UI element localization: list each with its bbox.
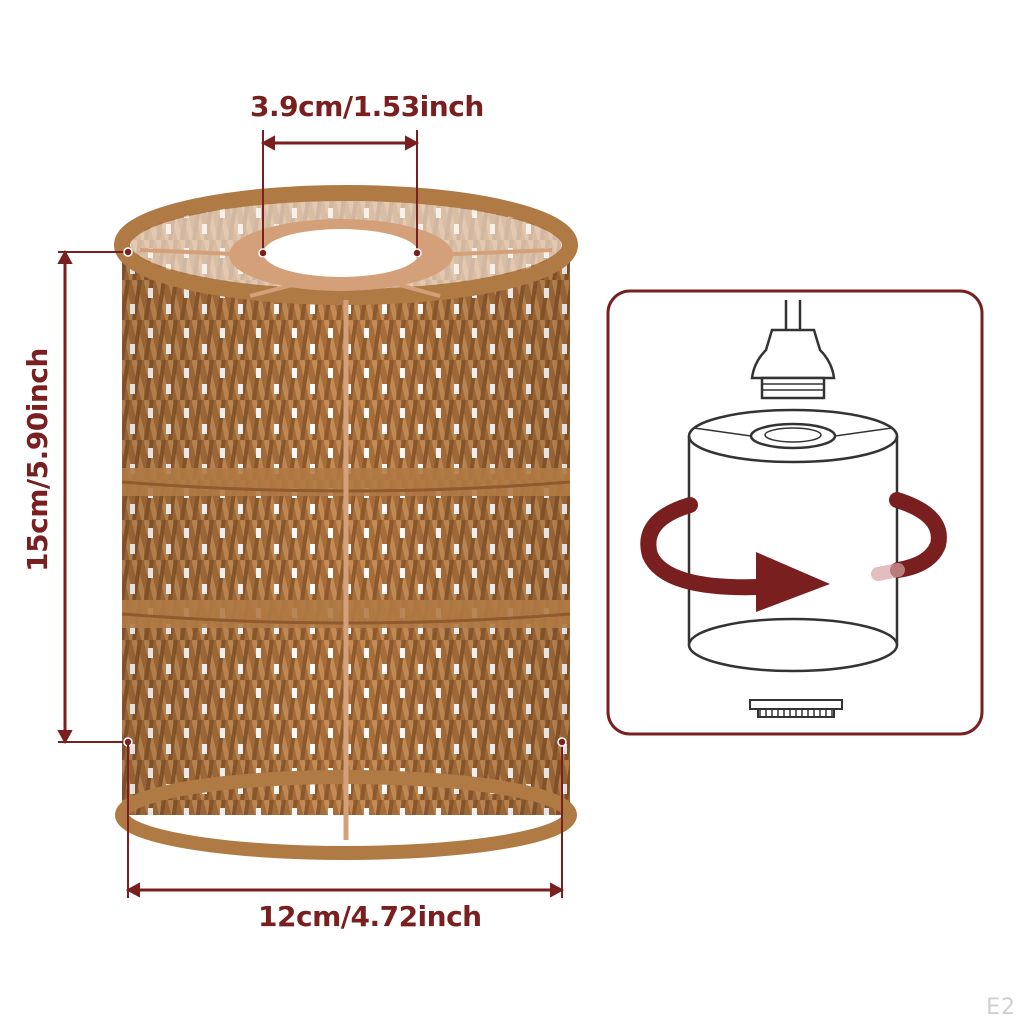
rotate-arrow-icon <box>640 492 947 612</box>
height-label: 15cm/5.90inch <box>21 348 54 572</box>
dimension-lines <box>57 130 567 898</box>
bulb-socket-icon <box>750 300 836 400</box>
width-label: 12cm/4.72inch <box>258 900 482 933</box>
threaded-ring-icon <box>749 699 843 718</box>
opening-diameter-label: 3.9cm/1.53inch <box>250 90 484 123</box>
diagram-panel <box>606 289 984 736</box>
install-diagram <box>606 289 984 736</box>
lampshade-image <box>114 185 578 860</box>
watermark: E2 <box>986 995 1016 1020</box>
cylinder-shade-drawing <box>687 408 899 673</box>
